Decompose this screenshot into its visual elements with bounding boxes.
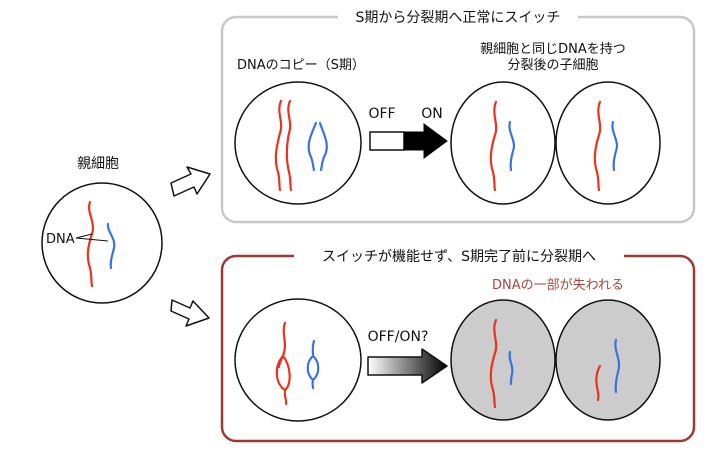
s-phase-cell-incomplete	[234, 298, 362, 422]
dna-pointer-line-red	[75, 233, 93, 239]
daughter-result-label-line1: 親細胞と同じDNAを持つ	[480, 42, 626, 57]
arrow-to-normal-panel	[170, 166, 211, 197]
parent-dna-red-strand	[86, 200, 94, 288]
switch-on-label: ON	[421, 106, 443, 122]
incomplete-blue-bubble-right	[311, 354, 320, 382]
defective1-blue-strand	[508, 350, 514, 386]
defective1-red-strand	[489, 318, 498, 409]
incomplete-blue-strand-top	[311, 339, 316, 358]
dna-copy-label: DNAのコピー（S期）	[237, 58, 365, 73]
defective2-red-strand-fragment	[595, 364, 602, 402]
defective2-blue-strand	[614, 338, 621, 394]
s-phase-blue-strand-right	[318, 121, 328, 172]
incomplete-red-bubble-inner	[281, 354, 291, 392]
normal-panel-title: S期から分裂期へ正常にスイッチ	[356, 10, 561, 26]
dna-label: DNA	[46, 232, 75, 247]
incomplete-red-strand-bottom	[283, 388, 288, 406]
daughter-result-label-line2: 分裂後の子細胞	[507, 58, 598, 73]
switch-off-block	[369, 131, 405, 151]
daughter-cell-normal-2	[555, 81, 661, 205]
switch-uncertain-arrow	[367, 348, 448, 384]
defective-daughter-cell-1	[450, 299, 556, 421]
switch-uncertain-label: OFF/ON?	[368, 329, 429, 345]
switch-on-arrow	[403, 123, 448, 159]
arrow-to-abnormal-panel	[170, 299, 210, 327]
s-phase-red-strand-right	[285, 99, 293, 192]
parent-cell	[41, 182, 163, 304]
abnormal-panel-title: スイッチが機能せず、S期完了前に分裂期へ	[322, 248, 596, 265]
parent-dna-blue-strand	[106, 222, 116, 270]
incomplete-blue-bubble-left	[306, 354, 315, 382]
dna-loss-label: DNAの一部が失われる	[492, 278, 624, 293]
daughter1-blue-strand	[508, 120, 515, 172]
daughter2-red-strand	[593, 100, 602, 192]
normal-panel-title-bg	[338, 7, 578, 27]
parent-cell-title: 親細胞	[77, 156, 119, 172]
daughter1-red-strand	[489, 100, 498, 192]
s-phase-red-strand-left	[274, 99, 283, 192]
s-phase-cell-normal	[234, 81, 362, 205]
abnormal-panel-title-bg	[294, 246, 624, 266]
daughter2-blue-strand	[611, 120, 618, 172]
switch-off-label: OFF	[368, 106, 395, 122]
defective-daughter-cell-2	[555, 299, 661, 421]
daughter-cell-normal-1	[450, 81, 556, 205]
dna-pointer-line-blue	[75, 237, 109, 242]
incomplete-red-bubble-outer	[275, 354, 287, 392]
s-phase-blue-strand-left	[307, 121, 318, 172]
